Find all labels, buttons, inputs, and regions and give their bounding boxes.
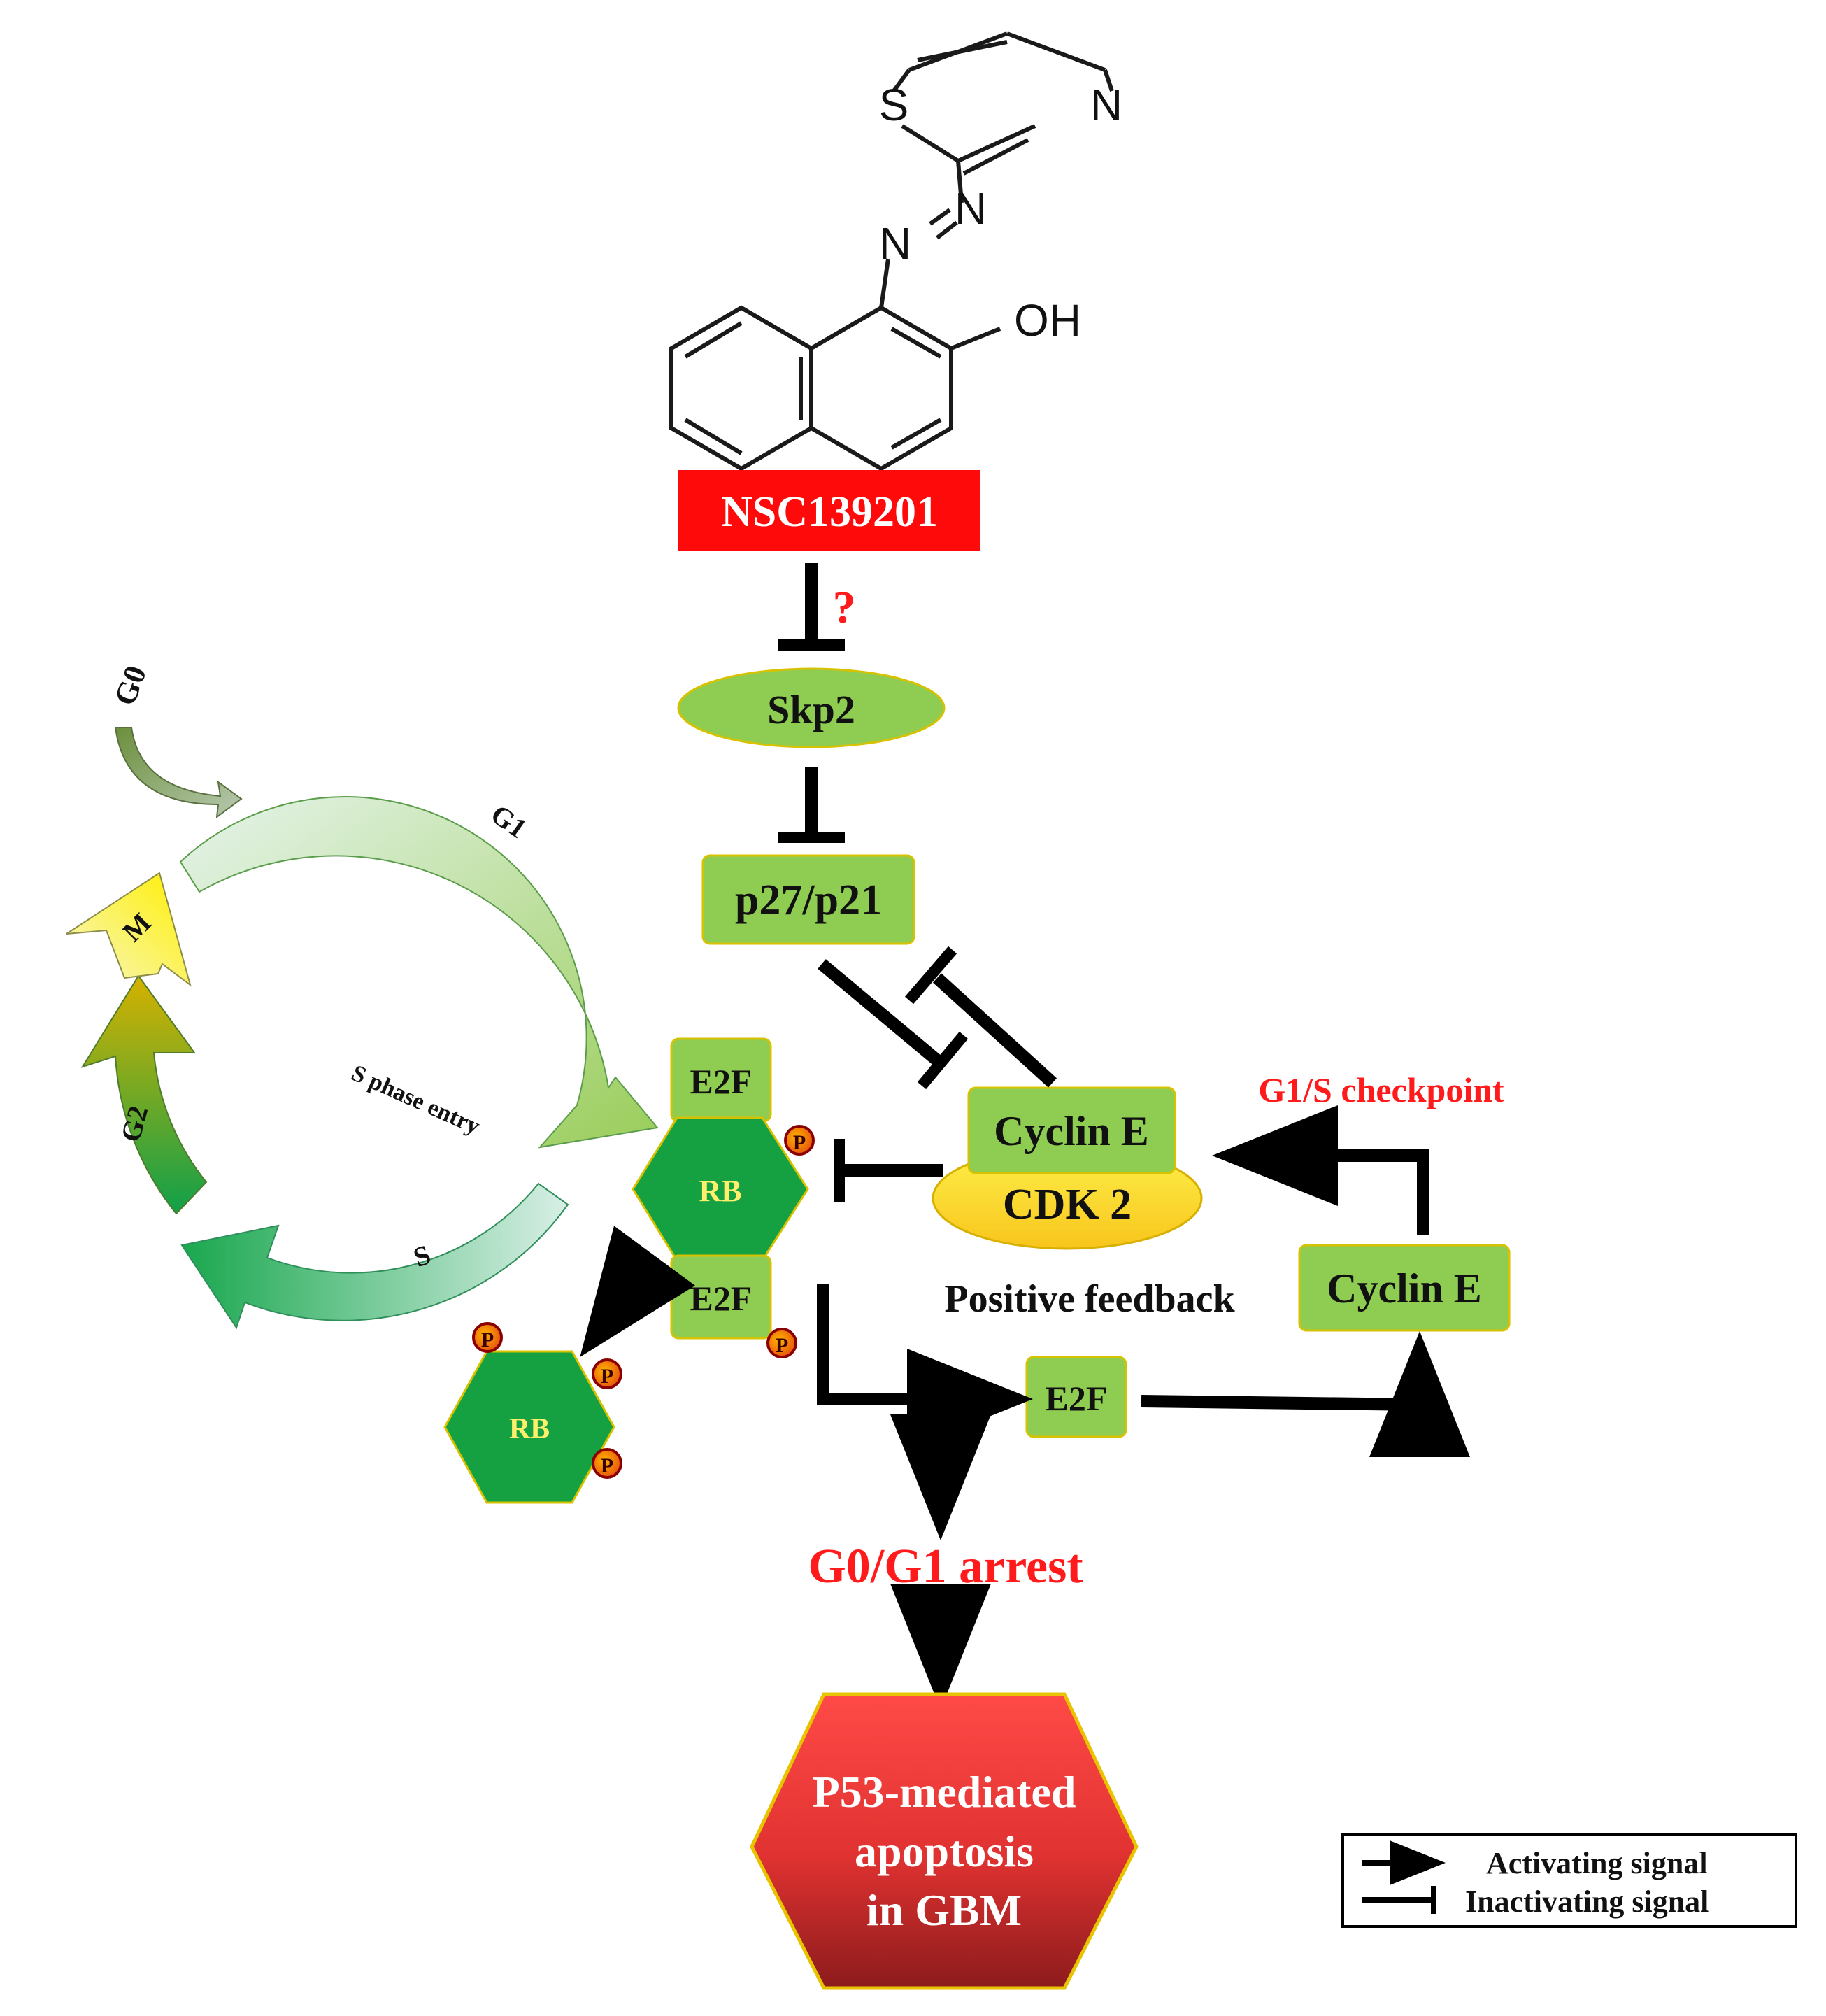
skp2-label: Skp2 bbox=[767, 687, 855, 732]
p27p21-node bbox=[701, 854, 915, 945]
m-phase-arrow bbox=[66, 872, 192, 987]
signal-edges bbox=[580, 563, 1470, 1710]
cyclin-e-right-label: Cyclin E bbox=[1327, 1265, 1482, 1312]
svg-text:P: P bbox=[481, 1328, 494, 1351]
hydroxyl-group: OH bbox=[1014, 295, 1081, 346]
atom-nitrogen-azo-1: N bbox=[955, 183, 987, 234]
phospho-marker: P bbox=[784, 1125, 815, 1156]
e2f-top-label: E2F bbox=[690, 1062, 752, 1101]
cyclin-e-complex-node bbox=[967, 1086, 1176, 1174]
legend-activating-label: Activating signal bbox=[1486, 1846, 1708, 1880]
g2-phase-arrow bbox=[80, 974, 208, 1215]
rb-phosphorylated-label: RB bbox=[509, 1413, 550, 1445]
e2f-bottom-label: E2F bbox=[690, 1279, 752, 1318]
phospho-marker: P bbox=[472, 1322, 503, 1353]
s-phase-arrow bbox=[180, 1182, 569, 1330]
s-phase-entry-label: S phase entry bbox=[348, 1060, 484, 1140]
e2f-free-label: E2F bbox=[1046, 1379, 1108, 1418]
apoptosis-line-2: apoptosis bbox=[855, 1826, 1034, 1876]
drug-label-box bbox=[678, 470, 980, 551]
p27p21-label: p27/p21 bbox=[735, 876, 882, 924]
g0-entry-arrow bbox=[114, 727, 243, 819]
cdk2-label: CDK 2 bbox=[1003, 1181, 1132, 1228]
apoptosis-line-3: in GBM bbox=[866, 1885, 1022, 1935]
drug-label: NSC139201 bbox=[721, 488, 938, 536]
legend: Activating signal Inactivating signal bbox=[1341, 1833, 1797, 1928]
cyclin-e-complex-label: Cyclin E bbox=[994, 1108, 1149, 1154]
cyclin-e-right-node bbox=[1298, 1244, 1511, 1332]
apoptosis-hexagon bbox=[750, 1692, 1139, 1990]
phospho-marker: P bbox=[592, 1448, 622, 1479]
svg-text:P: P bbox=[601, 1365, 613, 1388]
nsc139201-structure bbox=[669, 31, 1114, 471]
rb-phosphorylated-hexagon bbox=[443, 1350, 615, 1504]
g1s-checkpoint-label: G1/S checkpoint bbox=[1258, 1070, 1504, 1109]
phospho-marker: P bbox=[592, 1358, 622, 1389]
g0g1-arrest-label: G0/G1 arrest bbox=[808, 1540, 1083, 1593]
legend-inactivating-label: Inactivating signal bbox=[1465, 1884, 1709, 1919]
positive-feedback-label: Positive feedback bbox=[944, 1277, 1235, 1321]
g0-label: G0 bbox=[108, 661, 153, 710]
phospho-marker: P bbox=[766, 1328, 797, 1358]
svg-text:P: P bbox=[776, 1334, 788, 1357]
svg-text:P: P bbox=[793, 1131, 806, 1154]
apoptosis-line-1: P53-mediated bbox=[813, 1767, 1076, 1817]
rb-label: RB bbox=[699, 1174, 741, 1208]
skp2-node bbox=[677, 667, 946, 748]
cell-cycle-wheel bbox=[66, 727, 659, 1330]
atom-nitrogen-azo-2: N bbox=[879, 218, 911, 269]
svg-text:P: P bbox=[601, 1454, 613, 1477]
molecule-atom-labels: S N N N OH bbox=[879, 80, 1122, 346]
g1-phase-arrow bbox=[179, 796, 659, 1149]
g1-label: G1 bbox=[485, 798, 533, 844]
atom-sulfur: S bbox=[879, 80, 909, 130]
atom-nitrogen-ring: N bbox=[1090, 80, 1122, 130]
unknown-mechanism-mark: ? bbox=[833, 582, 856, 633]
